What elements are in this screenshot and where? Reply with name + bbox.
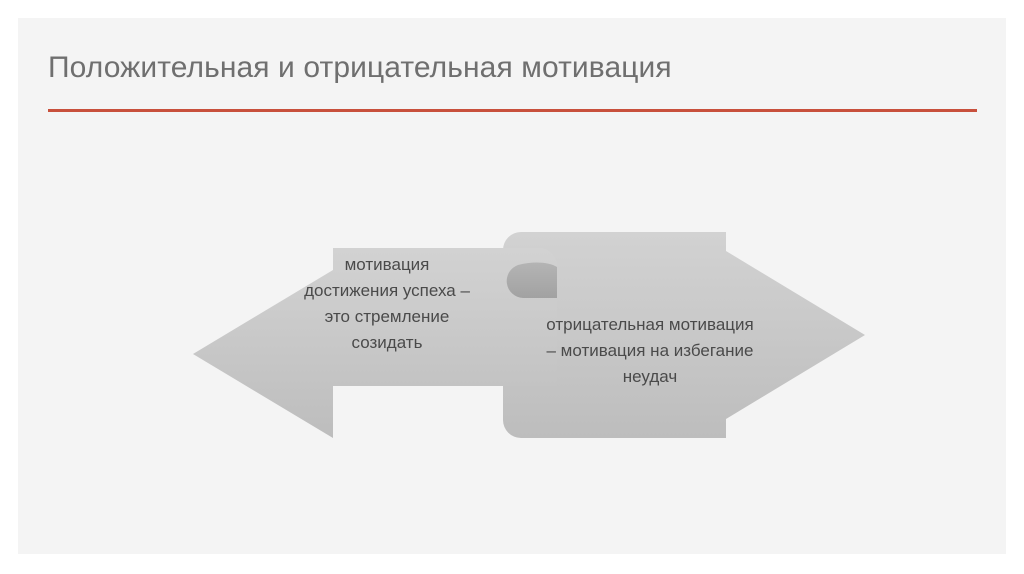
arrows-svg [193,232,865,438]
right-arrow-shape [503,232,865,438]
page-title: Положительная и отрицательная мотивация [48,51,672,84]
left-arrow-shape [193,248,557,438]
opposing-arrows-diagram: мотивация достижения успеха – это стремл… [18,18,1006,554]
title-block: Положительная и отрицательная мотивация [48,48,978,118]
right-arrow-body [503,232,865,438]
left-arrow-body [193,248,557,438]
title-underline-rule [48,109,977,112]
slide-canvas: Положительная и отрицательная мотивация [18,18,1006,554]
arrow-fold-curl [506,262,557,298]
